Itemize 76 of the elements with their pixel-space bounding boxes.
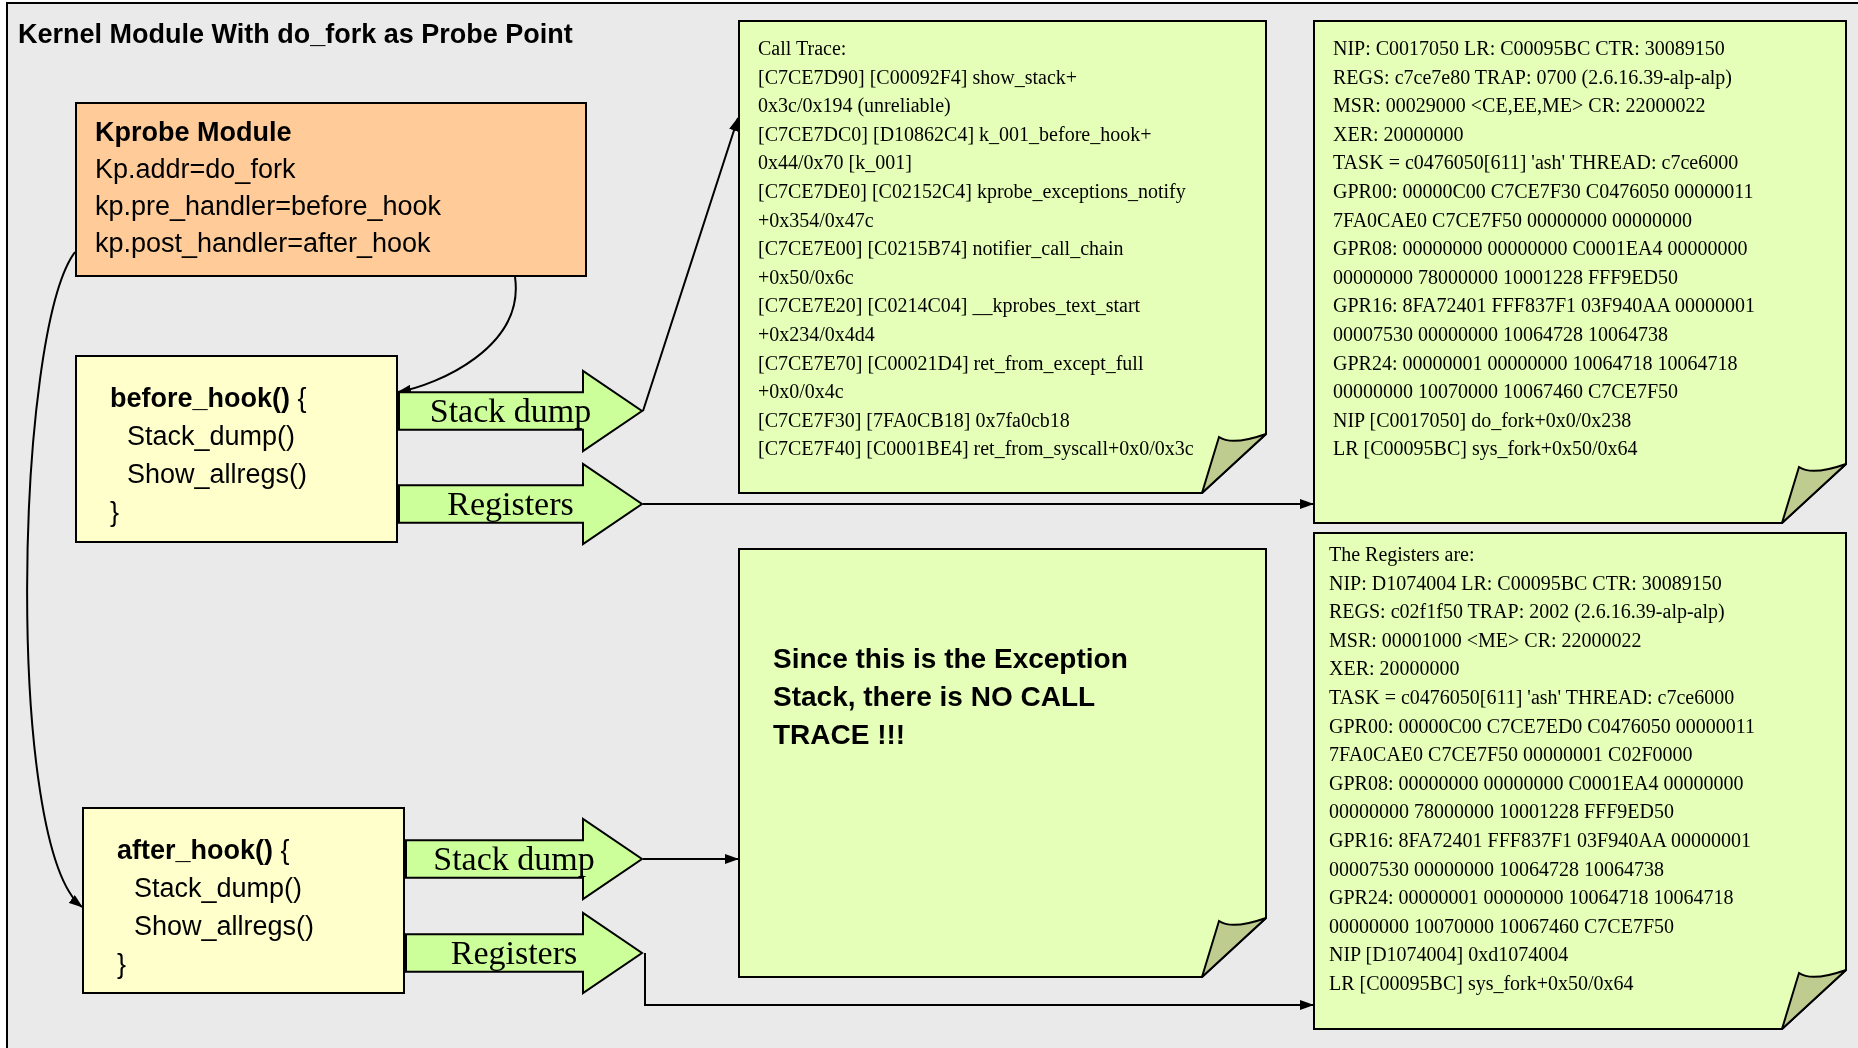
trace-line: 00007530 00000000 10064728 10064738 (1329, 856, 1664, 882)
trace-line: TASK = c0476050[611] 'ash' THREAD: c7ce6000 (1333, 150, 1739, 176)
trace-line: NIP: D1074004 LR: C00095BC CTR: 30089150 (1329, 570, 1722, 596)
code-line: before_hook() { (110, 382, 307, 415)
trace-line: [C7CE7DE0] [C02152C4] kprobe_exceptions_notify (758, 178, 1186, 205)
trace-line: +0x234/0x4d4 (758, 321, 875, 347)
edge-label: Stack dump (433, 842, 595, 876)
trace-line: +0x50/0x6c (758, 264, 854, 290)
trace-line: [C7CE7F40] [C0001BE4] ret_from_syscall+0x0/0x3c (758, 436, 1194, 462)
trace-line: The Registers are: (1329, 542, 1475, 568)
trace-line: 00000000 10070000 10067460 C7CE7F50 (1333, 379, 1679, 405)
trace-line: REGS: c7ce7e80 TRAP: 0700 (2.6.16.39-alp-alp) (1333, 64, 1732, 91)
trace-line: 7FA0CAE0 C7CE7F50 00000001 C02F0000 (1329, 742, 1693, 768)
trace-line: MSR: 00029000 <CE,EE,ME> CR: 22000022 (1333, 93, 1706, 119)
edge-label: Registers (447, 487, 574, 521)
trace-line: GPR24: 00000001 00000000 10064718 10064718 (1333, 350, 1738, 376)
trace-line: NIP [D1074004] 0xd1074004 (1329, 942, 1569, 968)
trace-line: GPR24: 00000001 00000000 10064718 10064718 (1329, 885, 1734, 911)
trace-line: GPR00: 00000C00 C7CE7F30 C0476050 00000011 (1333, 178, 1754, 204)
trace-line: LR [C00095BC] sys_fork+0x50/0x64 (1333, 436, 1638, 462)
trace-line: 0x3c/0x194 (unreliable) (758, 93, 951, 119)
trace-line: [C7CE7DC0] [D10862C4] k_001_before_hook+ (758, 121, 1152, 147)
code-line: kp.pre_handler=before_hook (95, 190, 442, 223)
trace-line: 00000000 78000000 10001228 FFF9ED50 (1329, 799, 1675, 825)
code-line: Show_allregs() (133, 910, 315, 943)
trace-line: 00000000 10070000 10067460 C7CE7F50 (1329, 913, 1675, 939)
trace-line: XER: 20000000 (1333, 121, 1464, 147)
edge-label: Stack dump (429, 394, 592, 428)
trace-line: [C7CE7E20] [C0214C04] __kprobes_text_start (758, 293, 1141, 319)
sticky-note (738, 548, 1267, 978)
trace-line: 00000000 78000000 10001228 FFF9ED50 (1333, 264, 1679, 290)
sticky-note (738, 20, 1267, 494)
sticky-note (1313, 532, 1847, 1030)
trace-line: XER: 20000000 (1329, 656, 1460, 682)
diagram-title: Kernel Module With do_fork as Probe Point (18, 18, 573, 51)
block-arrow-connector (398, 462, 1314, 546)
trace-line: [C7CE7F30] [7FA0CB18] 0x7fa0cb18 (758, 407, 1070, 433)
trace-line: LR [C00095BC] sys_fork+0x50/0x64 (1329, 970, 1634, 997)
trace-line: [C7CE7E00] [C0215B74] notifier_call_chain (758, 236, 1124, 262)
code-box (82, 807, 405, 994)
code-line: } (110, 496, 120, 529)
code-line: Show_allregs() (126, 458, 308, 491)
code-line: } (117, 948, 127, 981)
trace-line: TASK = c0476050[611] 'ash' THREAD: c7ce6000 (1329, 684, 1735, 710)
trace-line: 00007530 00000000 10064728 10064738 (1333, 321, 1668, 347)
block-arrow-connector (405, 817, 739, 901)
edge-label: Registers (450, 936, 578, 970)
code-line: Kp.addr=do_fork (95, 153, 296, 186)
code-box (75, 355, 398, 543)
trace-line: GPR08: 00000000 00000000 C0001EA4 00000000 (1333, 236, 1748, 262)
box-heading: Kprobe Module (95, 116, 292, 149)
trace-line: MSR: 00001000 <ME> CR: 22000022 (1329, 627, 1642, 653)
trace-line: GPR00: 00000C00 C7CE7ED0 C0476050 00000011 (1329, 713, 1755, 739)
block-arrow-connector (405, 911, 1314, 1010)
trace-line: REGS: c02f1f50 TRAP: 2002 (2.6.16.39-alp-alp) (1329, 599, 1725, 625)
trace-line: [C7CE7D90] [C00092F4] show_stack+ (758, 64, 1078, 90)
trace-line: +0x354/0x47c (758, 207, 874, 233)
trace-line: GPR16: 8FA72401 FFF837F1 03F940AA 00000001 (1333, 293, 1755, 319)
trace-line: 0x44/0x70 [k_001] (758, 150, 912, 176)
trace-line: 7FA0CAE0 C7CE7F50 00000000 00000000 (1333, 207, 1693, 233)
code-line: after_hook() { (117, 834, 290, 867)
trace-line: GPR16: 8FA72401 FFF837F1 03F940AA 00000001 (1329, 827, 1751, 853)
connector-arrow (26, 251, 83, 908)
trace-line: GPR08: 00000000 00000000 C0001EA4 00000000 (1329, 770, 1744, 796)
trace-line: NIP [C0017050] do_fork+0x0/0x238 (1333, 407, 1632, 433)
sticky-note (1313, 20, 1847, 524)
code-line: Stack_dump() (133, 872, 303, 905)
module-box (75, 102, 587, 277)
trace-line: Call Trace: (758, 36, 847, 61)
trace-line: NIP: C0017050 LR: C00095BC CTR: 30089150 (1333, 36, 1725, 61)
block-arrow-connector (398, 117, 739, 453)
trace-line: +0x0/0x4c (758, 379, 844, 405)
code-line: kp.post_handler=after_hook (95, 227, 431, 260)
code-line: Stack_dump() (126, 420, 296, 453)
trace-line: [C7CE7E70] [C00021D4] ret_from_except_full (758, 350, 1144, 377)
note-text: Since this is the Exception Stack, there is NO CALL TRACE !!! (773, 642, 1129, 752)
